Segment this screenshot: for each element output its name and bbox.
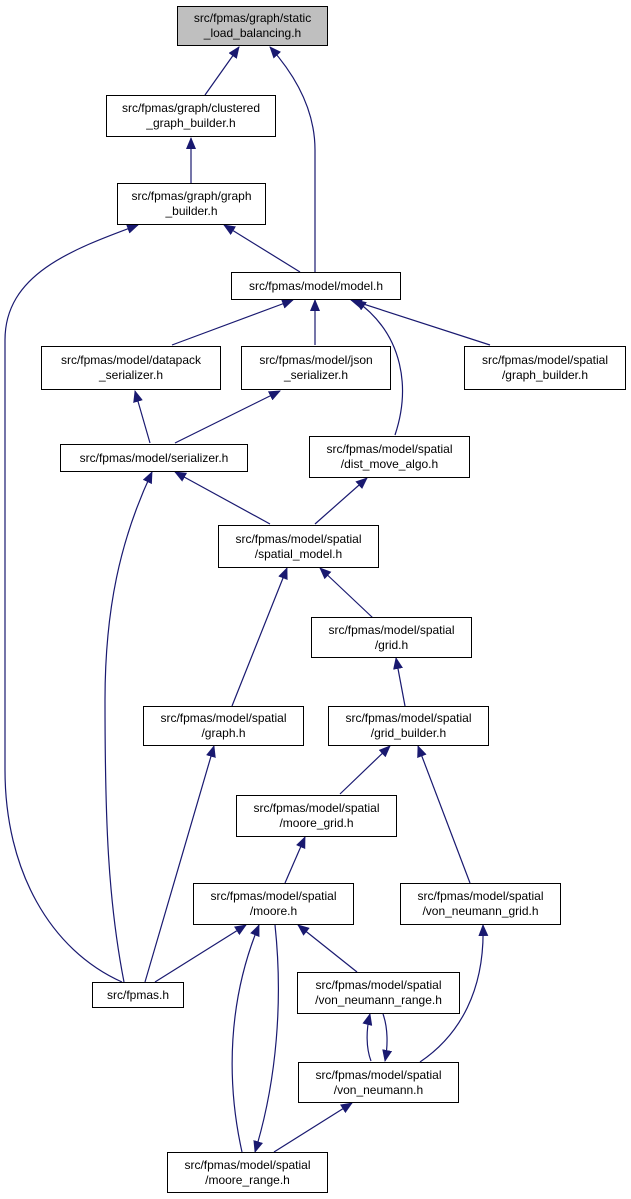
edge-grid-to-sm [319, 567, 374, 619]
edge-dps-to-model [171, 299, 294, 346]
edge-moore-to-mg [284, 836, 306, 884]
node-spatial-graph[interactable]: src/fpmas/model/spatial /graph.h [143, 706, 304, 746]
edge-mr-to-moore [231, 924, 260, 1153]
edge-dma-to-model [354, 299, 404, 436]
node-moore-grid[interactable]: src/fpmas/model/spatial /moore_grid.h [236, 795, 397, 837]
node-graph-builder[interactable]: src/fpmas/graph/graph _builder.h [117, 183, 266, 225]
node-json-serializer[interactable]: src/fpmas/model/json _serializer.h [241, 346, 391, 390]
edge-vn-to-vnr [362, 1013, 373, 1062]
node-von-neumann-range[interactable]: src/fpmas/model/spatial /von_neumann_ran… [297, 972, 460, 1014]
edge-sm-to-ser [174, 471, 271, 525]
node-clustered-graph-builder[interactable]: src/fpmas/graph/clustered _graph_builder… [106, 95, 276, 137]
edge-model-to-slb [269, 46, 316, 272]
node-grid-builder[interactable]: src/fpmas/model/spatial /grid_builder.h [328, 706, 489, 746]
edge-sgb-to-model [350, 298, 491, 346]
node-moore[interactable]: src/fpmas/model/spatial /moore.h [193, 883, 354, 925]
node-spatial-grid[interactable]: src/fpmas/model/spatial /grid.h [311, 617, 472, 658]
edge-vnr-to-moore [297, 924, 358, 973]
edge-fpmas-to-moore [154, 924, 247, 983]
node-serializer[interactable]: src/fpmas/model/serializer.h [60, 444, 248, 472]
node-datapack-serializer[interactable]: src/fpmas/model/datapack _serializer.h [41, 346, 221, 390]
node-von-neumann-grid[interactable]: src/fpmas/model/spatial /von_neumann_gri… [400, 883, 561, 925]
edge-sm-to-dma [314, 477, 368, 525]
edge-moore-to-mr [253, 924, 279, 1153]
node-spatial-graph-builder[interactable]: src/fpmas/model/spatial /graph_builder.h [464, 346, 626, 390]
node-von-neumann[interactable]: src/fpmas/model/spatial /von_neumann.h [298, 1062, 459, 1103]
node-model[interactable]: src/fpmas/model/model.h [231, 272, 401, 300]
node-static-load-balancing: src/fpmas/graph/static _load_balancing.h [177, 6, 328, 46]
edge-ser-to-js [174, 390, 281, 444]
edge-sg-to-sm [231, 567, 288, 707]
edge-grb-to-grid [393, 657, 406, 707]
edge-fpmas-to-gb [4, 224, 139, 983]
edge-ser-to-dps [133, 390, 151, 444]
node-moore-range[interactable]: src/fpmas/model/spatial /moore_range.h [167, 1152, 328, 1193]
edge-fpmas-to-sg [144, 745, 216, 983]
node-fpmas[interactable]: src/fpmas.h [92, 982, 184, 1008]
edge-cgb-to-slb [204, 46, 240, 96]
edge-mg-to-grb [339, 745, 391, 795]
node-dist-move-algo[interactable]: src/fpmas/model/spatial /dist_move_algo.… [309, 436, 470, 478]
node-spatial-model[interactable]: src/fpmas/model/spatial /spatial_model.h [218, 525, 379, 568]
edge-vn-to-vng [419, 924, 489, 1063]
edge-vnr-to-vn [382, 1013, 393, 1062]
edge-vng-to-grb [417, 745, 471, 884]
edge-fpmas-to-ser [104, 471, 153, 983]
edge-mr-to-vn [273, 1102, 353, 1153]
edge-model-to-gb [223, 224, 301, 273]
